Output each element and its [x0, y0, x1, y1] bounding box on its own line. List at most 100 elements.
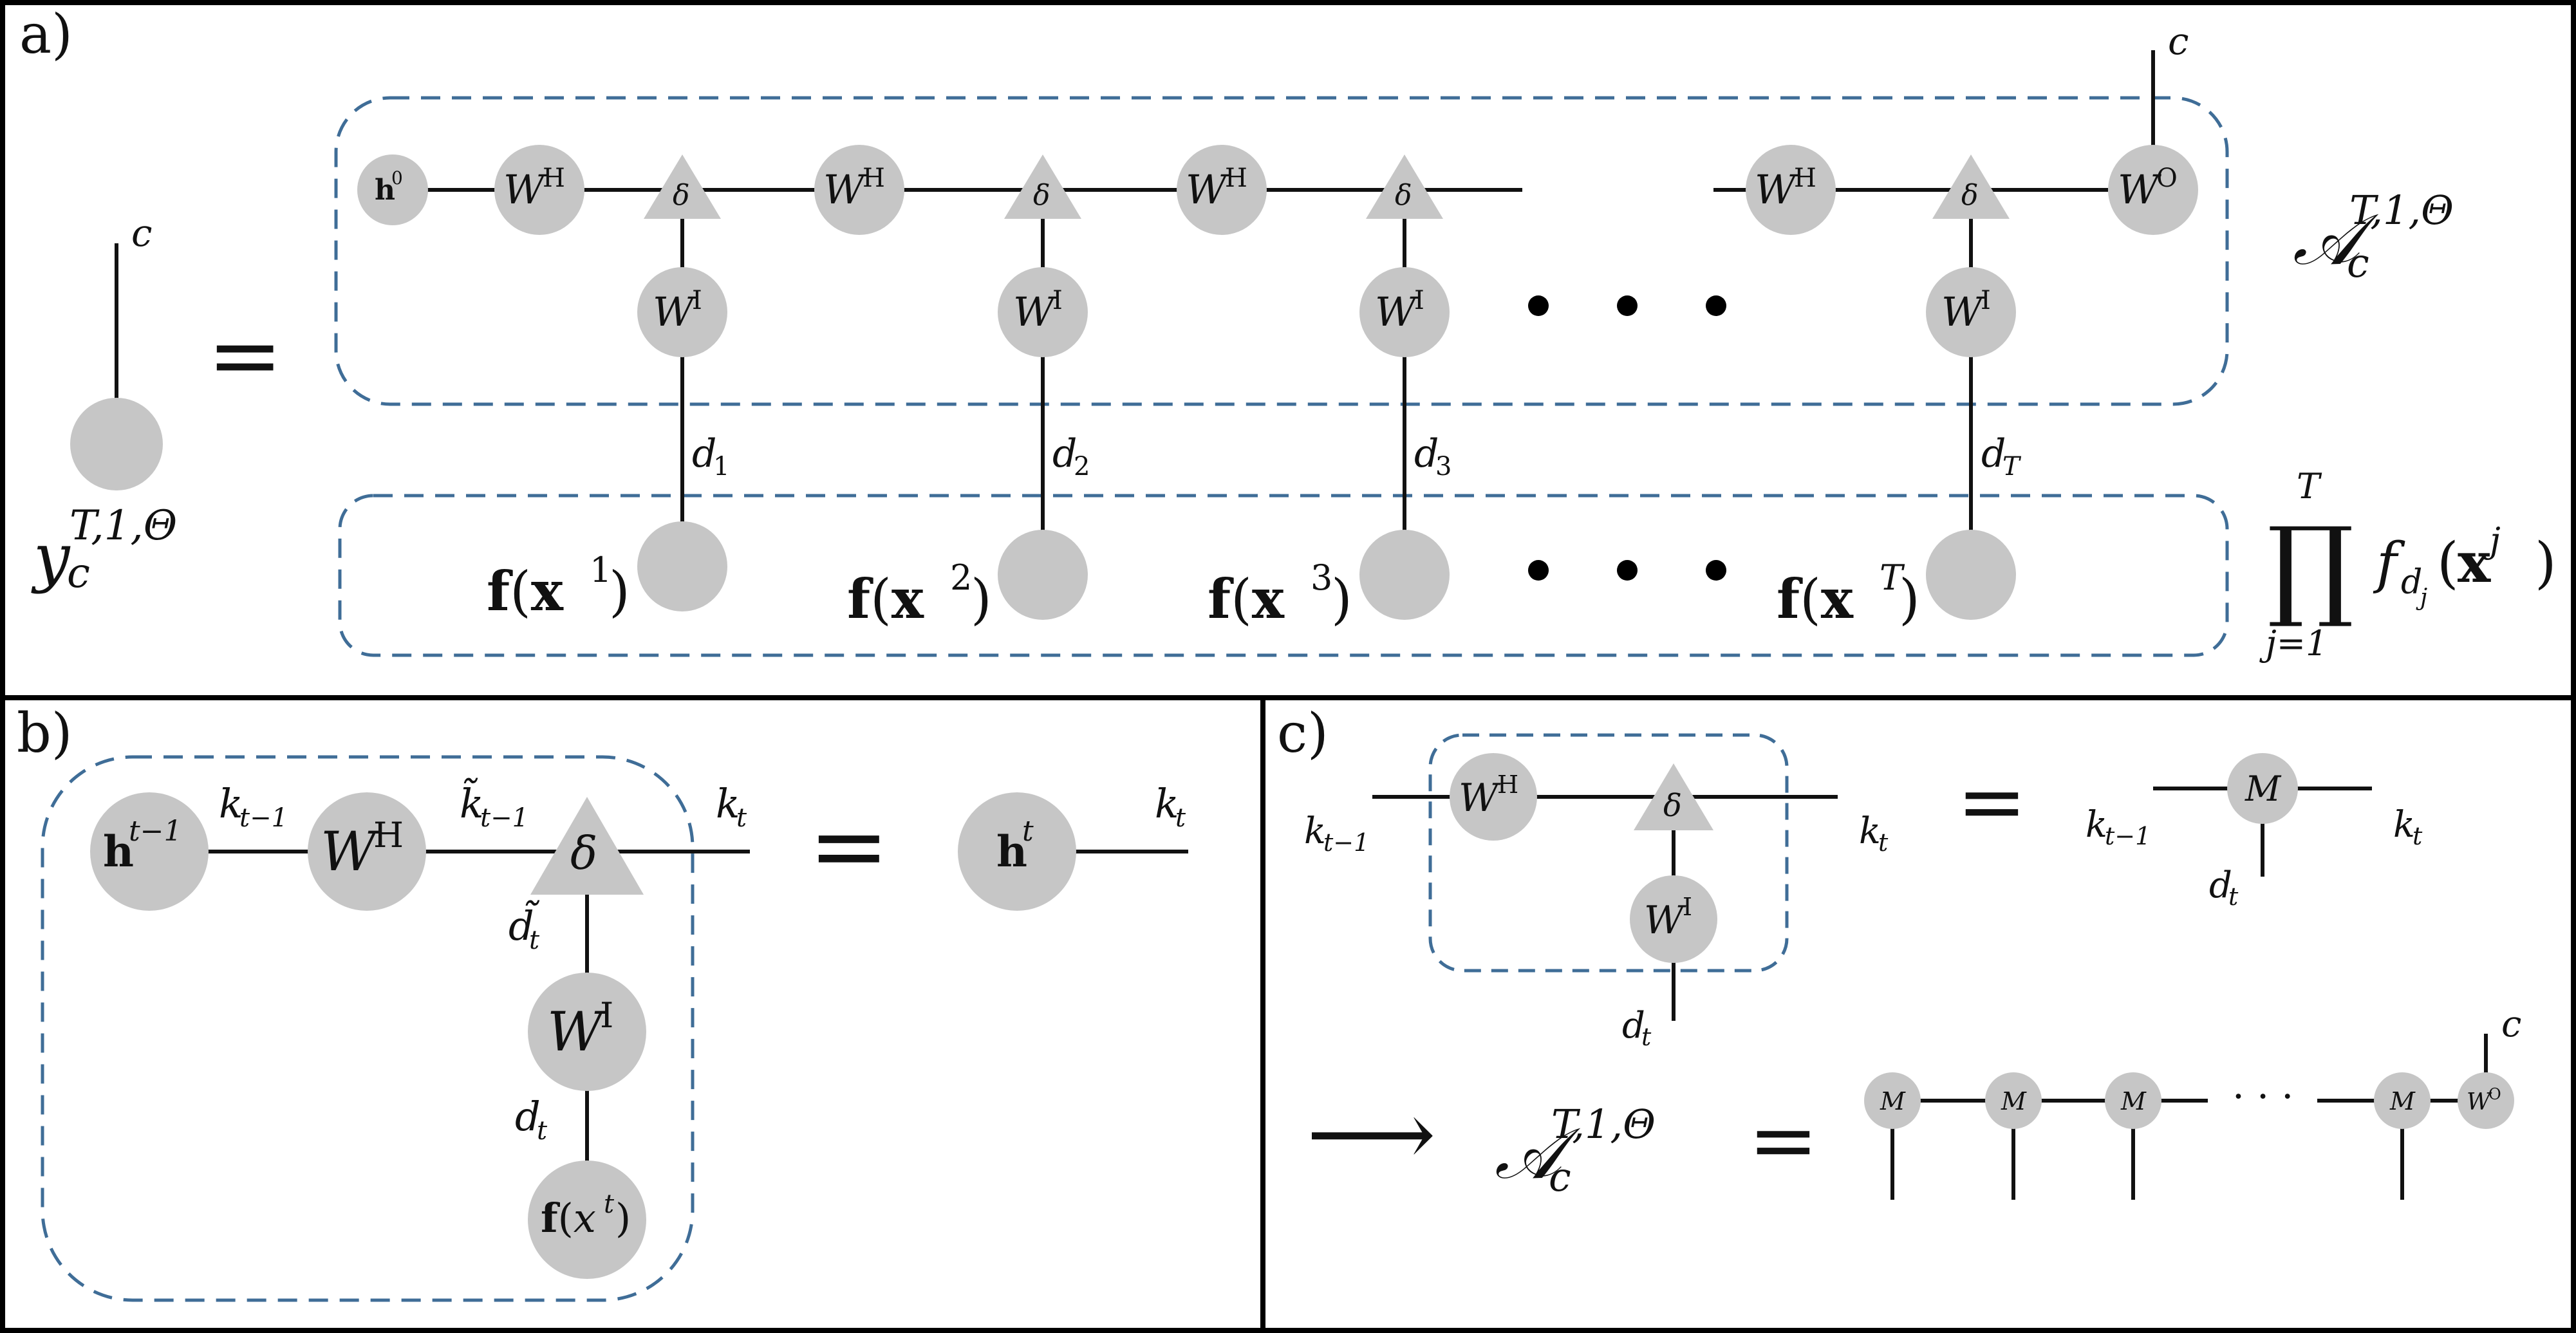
feature-label-3: f(x 3 ): [1208, 557, 1352, 631]
wh-node-3-label: W H: [1186, 163, 1247, 213]
mps-m-node-3-icon: [2105, 1072, 2161, 1129]
svg-text:t: t: [2228, 882, 2239, 911]
feature-label-1: f(x 1 ): [487, 550, 630, 623]
ellipsis-dots-icon: [1528, 560, 1726, 581]
svg-text:d: d: [1622, 1005, 1645, 1047]
b-delta-tensor: δ: [530, 797, 644, 895]
svg-text:(: (: [2437, 531, 2459, 595]
d2-label: d 2: [1052, 431, 1090, 481]
panel-c-label: c): [1277, 702, 1329, 765]
svg-text:k: k: [1155, 780, 1179, 827]
m-node-icon: [2227, 753, 2298, 824]
svg-text:): ): [1331, 568, 1352, 631]
mps-m-node-1-label: M: [1880, 1087, 1906, 1115]
wi-node-2-label: W I: [1013, 286, 1063, 335]
svg-text:δ: δ: [1961, 179, 1979, 212]
c-wh-label: W H: [1459, 770, 1518, 821]
wh-node-3-icon: [1177, 145, 1267, 235]
svg-text:): ): [615, 1195, 631, 1242]
wi-node-3-icon: [1359, 267, 1450, 357]
d1-label: d 1: [692, 431, 729, 481]
svg-text:δ: δ: [1033, 179, 1050, 212]
delta-triangle-icon: [1366, 154, 1443, 219]
svg-text:t−1: t−1: [2105, 822, 2151, 850]
panel-a: c y T,1,Θ c = c h 0 W H: [31, 19, 2557, 664]
mps-m-node-T-label: M: [2389, 1087, 2416, 1115]
wi-node-1-label: W I: [653, 286, 702, 335]
svg-text:W: W: [321, 820, 380, 883]
features-product-label: T ∏ j=1 f d j ( x j ): [2259, 466, 2557, 664]
svg-text:k: k: [219, 780, 243, 827]
wh-node-2-label: W H: [823, 163, 885, 213]
b-wi-node-icon: [528, 973, 646, 1091]
svg-text:δ: δ: [673, 179, 690, 212]
lhs-output-node-icon: [70, 398, 163, 490]
lhs-y-label: y T,1,Θ c: [31, 502, 177, 597]
svg-text:d: d: [515, 1093, 541, 1140]
b-kt-label: k t: [716, 780, 747, 833]
mps-m-node-3-label: M: [2120, 1087, 2147, 1115]
panel-a-label: a): [19, 3, 73, 66]
svg-text:f(x: f(x: [1208, 567, 1285, 631]
c-wh-node-icon: [1450, 753, 1537, 841]
b-equals-sign: =: [808, 790, 890, 902]
svg-text:k: k: [716, 780, 740, 827]
delta-triangle-icon: [644, 154, 721, 219]
rnn-tensor-label: 𝒜 T,1,Θ c: [2293, 187, 2454, 286]
mps-m-node-2-label: M: [2001, 1087, 2027, 1115]
svg-text:t: t: [604, 1189, 615, 1219]
c-rhs-dt-label: d t: [2209, 864, 2239, 911]
svg-text:3: 3: [1311, 557, 1332, 598]
wh-node-2-icon: [814, 145, 904, 235]
wi-node-T-icon: [1926, 267, 2016, 357]
mps-m-node-2-icon: [1985, 1072, 2042, 1129]
svg-text:W: W: [1375, 288, 1419, 335]
h0-node-icon: [357, 154, 428, 225]
svg-text:t: t: [1878, 828, 1889, 857]
svg-text:W: W: [1755, 166, 1798, 213]
svg-text:f(x: f(x: [541, 1195, 596, 1242]
delta-triangle-icon: [530, 797, 644, 895]
h-t-node-icon: [958, 792, 1076, 911]
svg-text:f(x: f(x: [1777, 567, 1854, 631]
svg-text:H: H: [1225, 163, 1247, 193]
svg-text:1: 1: [713, 452, 729, 481]
delta-tensor-2: δ: [1004, 154, 1081, 219]
c-kt-label: k t: [1859, 810, 1889, 857]
svg-text:H: H: [1497, 770, 1518, 799]
svg-text:d: d: [2401, 563, 2422, 602]
svg-text:0: 0: [391, 167, 403, 189]
svg-text:W: W: [823, 166, 867, 213]
ellipsis-dots-icon: [1528, 295, 1726, 316]
svg-text:t: t: [529, 926, 540, 955]
wh-node-T-label: W H: [1755, 163, 1816, 213]
svg-text:c: c: [2347, 239, 2369, 286]
mps-ellipsis-icon: · · ·: [2232, 1074, 2293, 1119]
svg-text:t: t: [1022, 815, 1034, 848]
svg-text:t: t: [537, 1116, 548, 1146]
h-prev-node-icon: [90, 792, 209, 911]
svg-text:k: k: [1859, 810, 1881, 852]
wi-node-T-label: W I: [1941, 286, 1991, 335]
feature-node-2-icon: [998, 530, 1088, 620]
svg-text:I: I: [1683, 893, 1692, 921]
svg-text:t−1: t−1: [480, 803, 528, 833]
panel-c: W H δ W I k t−1 k t d t = M k: [1304, 733, 2521, 1200]
svg-text:3: 3: [1435, 452, 1451, 481]
svg-text:δ: δ: [1663, 788, 1682, 824]
svg-text:d: d: [1052, 431, 1077, 476]
svg-text:k: k: [1304, 810, 1326, 852]
c-delta-tensor: δ: [1634, 763, 1713, 830]
svg-text:1: 1: [590, 550, 611, 590]
h-t-label: h t: [996, 815, 1034, 877]
c-cell-dashed-box: [1428, 733, 1789, 973]
svg-text:T: T: [1880, 557, 1905, 598]
wi-node-3-label: W I: [1375, 286, 1424, 335]
svg-text:t−1: t−1: [1323, 828, 1369, 857]
svg-text:d: d: [2209, 864, 2232, 906]
arrow-icon: ⟶: [1307, 1082, 1436, 1187]
c-dt-label: d t: [1622, 1005, 1652, 1051]
b-k-prev-label: k t−1: [219, 780, 288, 833]
wo-node-icon: [2108, 145, 2198, 235]
feature-node-T-icon: [1926, 530, 2016, 620]
